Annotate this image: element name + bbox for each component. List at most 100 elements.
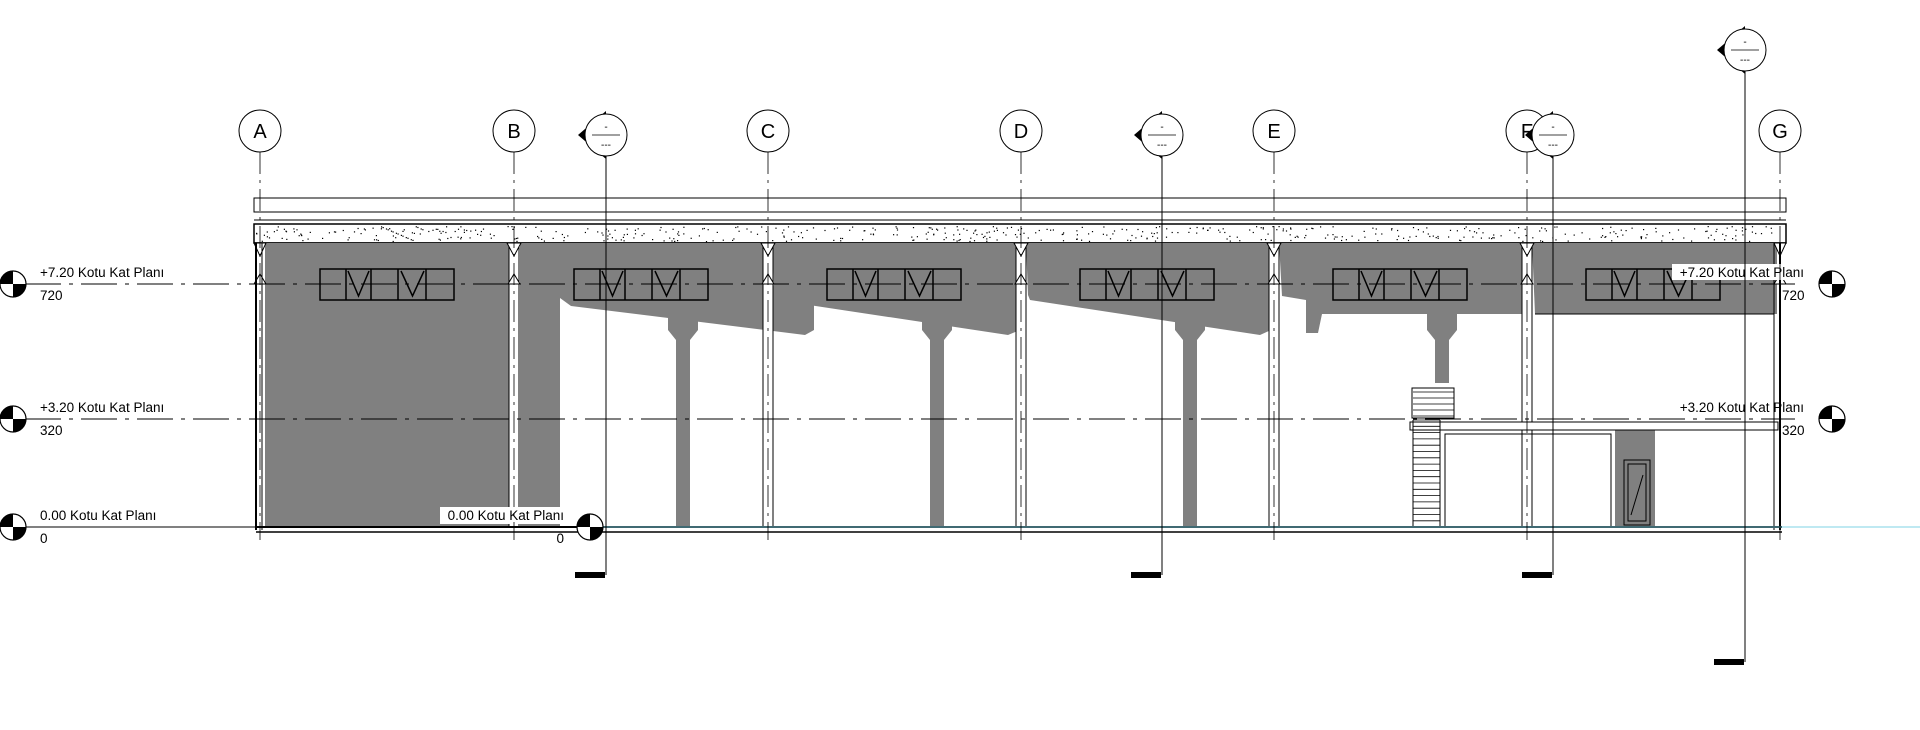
concrete-speck (735, 226, 737, 229)
concrete-speck (1076, 234, 1078, 236)
concrete-speck (1081, 239, 1083, 241)
stair-railing (1411, 387, 1455, 419)
concrete-speck (1218, 229, 1220, 231)
concrete-speck (1297, 236, 1299, 238)
concrete-speck (450, 236, 452, 239)
concrete-speck (641, 234, 643, 237)
concrete-speck (1372, 227, 1374, 229)
concrete-speck (1476, 232, 1478, 234)
level-top-value-right: 720 (1782, 288, 1805, 303)
level-top-label-bg (1672, 264, 1806, 280)
concrete-speck (1427, 233, 1429, 235)
section-sheet: --- (1157, 140, 1167, 151)
shaded-areas (265, 243, 1777, 527)
left-bay-wall (265, 243, 509, 527)
concrete-speck (815, 238, 817, 240)
concrete-speck (1002, 232, 1005, 234)
concrete-speck (333, 231, 336, 233)
concrete-speck (785, 240, 788, 242)
concrete-speck (1358, 239, 1360, 241)
concrete-speck (996, 239, 998, 241)
concrete-speck (783, 229, 785, 231)
concrete-speck (1038, 229, 1040, 232)
level-ground-label-bg (440, 507, 565, 524)
level-marker-quadrant (13, 419, 26, 432)
concrete-speck (1749, 240, 1751, 242)
section-number: - (1551, 122, 1554, 133)
section-sheet: --- (1740, 55, 1750, 66)
concrete-speck (1518, 237, 1520, 239)
window-pane-mark (347, 270, 370, 298)
concrete-speck (615, 239, 617, 241)
beam-shadow-ef (1279, 243, 1524, 333)
concrete-speck (1062, 233, 1064, 235)
concrete-speck (1249, 229, 1251, 231)
concrete-speck (1426, 227, 1428, 229)
concrete-speck (1290, 228, 1292, 230)
concrete-speck (380, 228, 382, 230)
level-marker-quadrant (1832, 419, 1845, 432)
concrete-speck (584, 231, 586, 234)
concrete-speck (614, 229, 616, 231)
concrete-speck (872, 227, 874, 229)
grid-label: E (1267, 121, 1280, 143)
concrete-speck (372, 227, 374, 229)
concrete-speck (1381, 233, 1383, 235)
concrete-speck (707, 229, 709, 231)
concrete-speck (790, 239, 793, 241)
concrete-speck (1121, 228, 1123, 230)
concrete-speck (1437, 237, 1439, 239)
concrete-speck (677, 233, 679, 235)
concrete-speck (944, 227, 946, 229)
level-marker-quadrant (0, 406, 13, 419)
concrete-speck (387, 229, 389, 231)
concrete-speck (535, 226, 537, 228)
level-markers (0, 270, 1846, 541)
concrete-speck (1765, 226, 1767, 228)
concrete-speck (992, 226, 994, 228)
mezzanine-slab (1409, 421, 1779, 431)
concrete-speck (1478, 228, 1480, 230)
concrete-speck (1435, 237, 1437, 239)
concrete-speck (1641, 236, 1643, 238)
window-pane-mark (1613, 270, 1636, 298)
concrete-speck (1492, 237, 1494, 239)
level-marker-quadrant (13, 527, 26, 540)
concrete-speck (537, 235, 539, 238)
concrete-speck (1391, 229, 1393, 231)
concrete-speck (665, 231, 667, 233)
concrete-speck (1398, 235, 1400, 237)
section-number: - (1160, 122, 1163, 133)
concrete-speck (783, 236, 785, 238)
concrete-speck (463, 229, 465, 231)
concrete-speck (1669, 232, 1671, 234)
level-marker-mid-left (0, 405, 27, 433)
concrete-speck (1732, 238, 1734, 240)
concrete-speck (307, 238, 309, 240)
concrete-speck (633, 237, 635, 239)
concrete-speck (956, 240, 958, 242)
concrete-speck (1456, 230, 1458, 232)
concrete-speck (1751, 226, 1754, 228)
concrete-speck (652, 239, 654, 241)
concrete-speck (1480, 237, 1482, 239)
concrete-speck (1334, 236, 1336, 238)
concrete-speck (1005, 234, 1007, 236)
concrete-speck (1290, 227, 1292, 229)
concrete-speck (411, 232, 413, 234)
concrete-speck (1126, 229, 1128, 231)
concrete-speck (1006, 227, 1008, 229)
concrete-speck (772, 240, 774, 242)
section-number: - (604, 122, 607, 133)
concrete-speck (1207, 229, 1209, 231)
concrete-speck (683, 233, 685, 235)
concrete-speck (263, 234, 265, 236)
concrete-speck (438, 238, 440, 240)
grid-label: G (1772, 121, 1788, 143)
concrete-speck (1725, 235, 1727, 237)
concrete-speck (376, 239, 378, 241)
concrete-speck (677, 240, 679, 242)
concrete-speck (1103, 226, 1105, 228)
concrete-speck (525, 226, 527, 228)
